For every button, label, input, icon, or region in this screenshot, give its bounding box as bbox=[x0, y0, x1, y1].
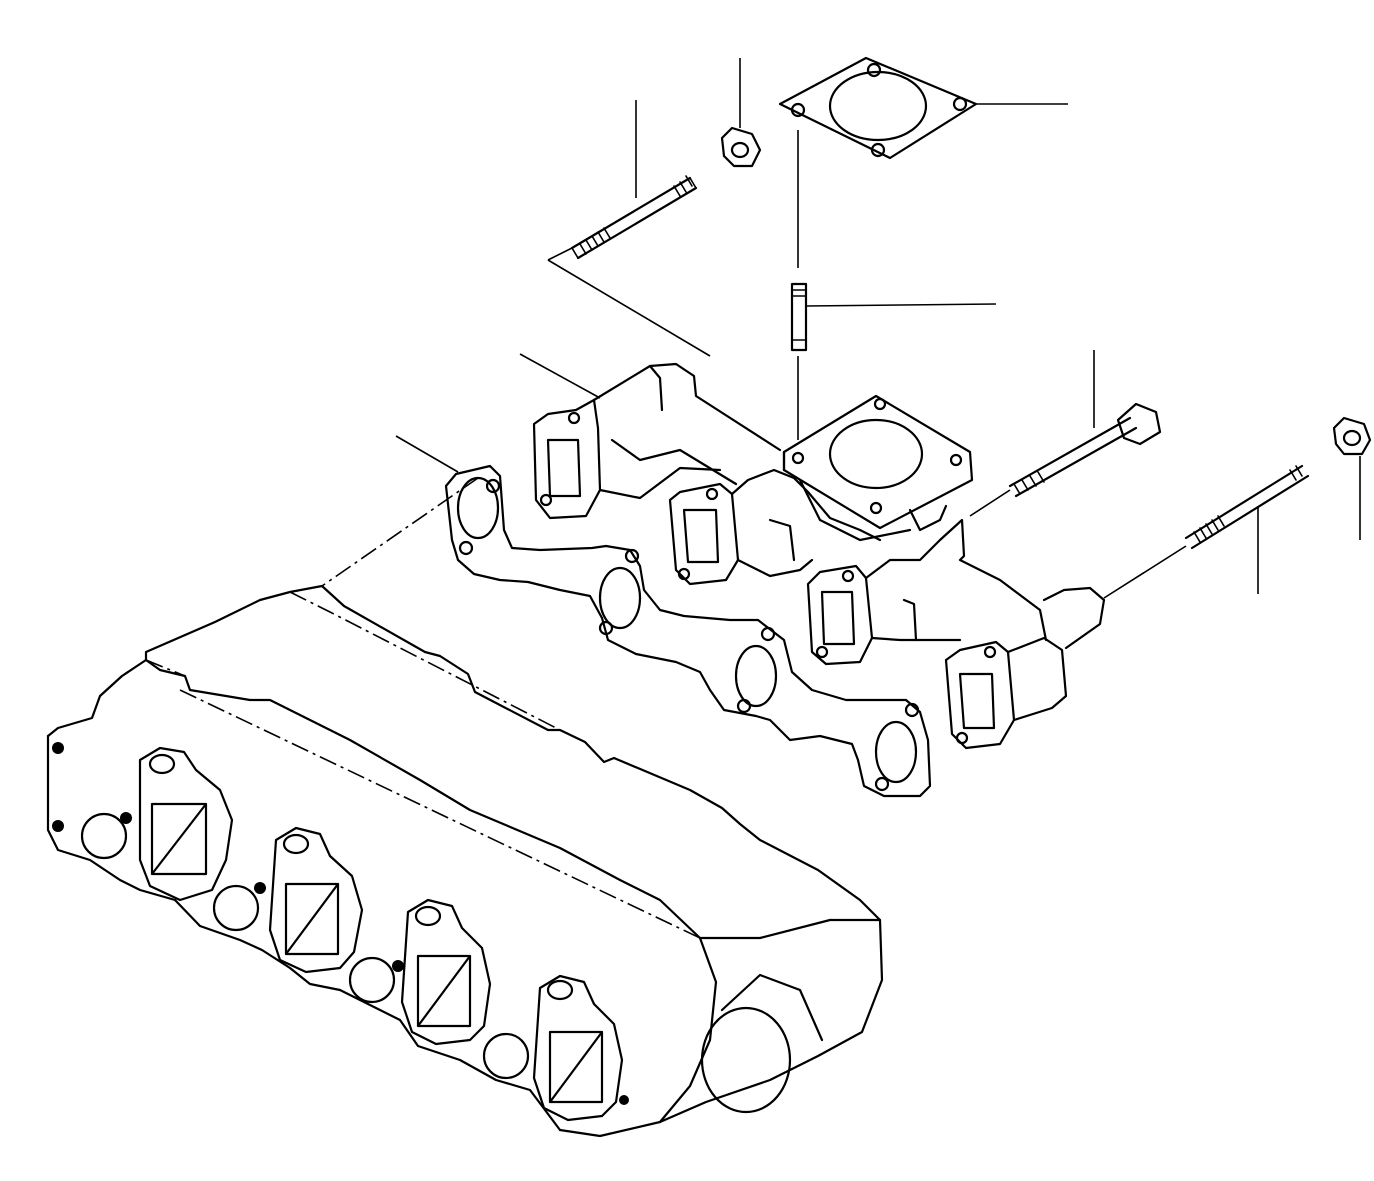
exhaust-manifold-nut bbox=[720, 126, 762, 168]
exhaust-manifold-gasket bbox=[444, 464, 932, 798]
leader-gasket bbox=[395, 435, 459, 473]
exhaust-manifold-nut-rear bbox=[1332, 416, 1372, 456]
exhaust-manifold-bolt bbox=[1008, 402, 1162, 498]
exhaust-manifold bbox=[532, 362, 1106, 750]
callout-leaders bbox=[395, 58, 1361, 594]
exhaust-manifold-stud-rear bbox=[1184, 464, 1310, 550]
assembly-lines bbox=[321, 130, 1187, 599]
leader-outlet-stud bbox=[805, 303, 997, 307]
outlet-flange-stud bbox=[790, 282, 808, 352]
exhaust-manifold-stud bbox=[570, 175, 698, 260]
leader-manifold bbox=[519, 353, 601, 399]
outlet-flange-gasket bbox=[778, 56, 978, 160]
cylinder-head bbox=[46, 584, 884, 1138]
